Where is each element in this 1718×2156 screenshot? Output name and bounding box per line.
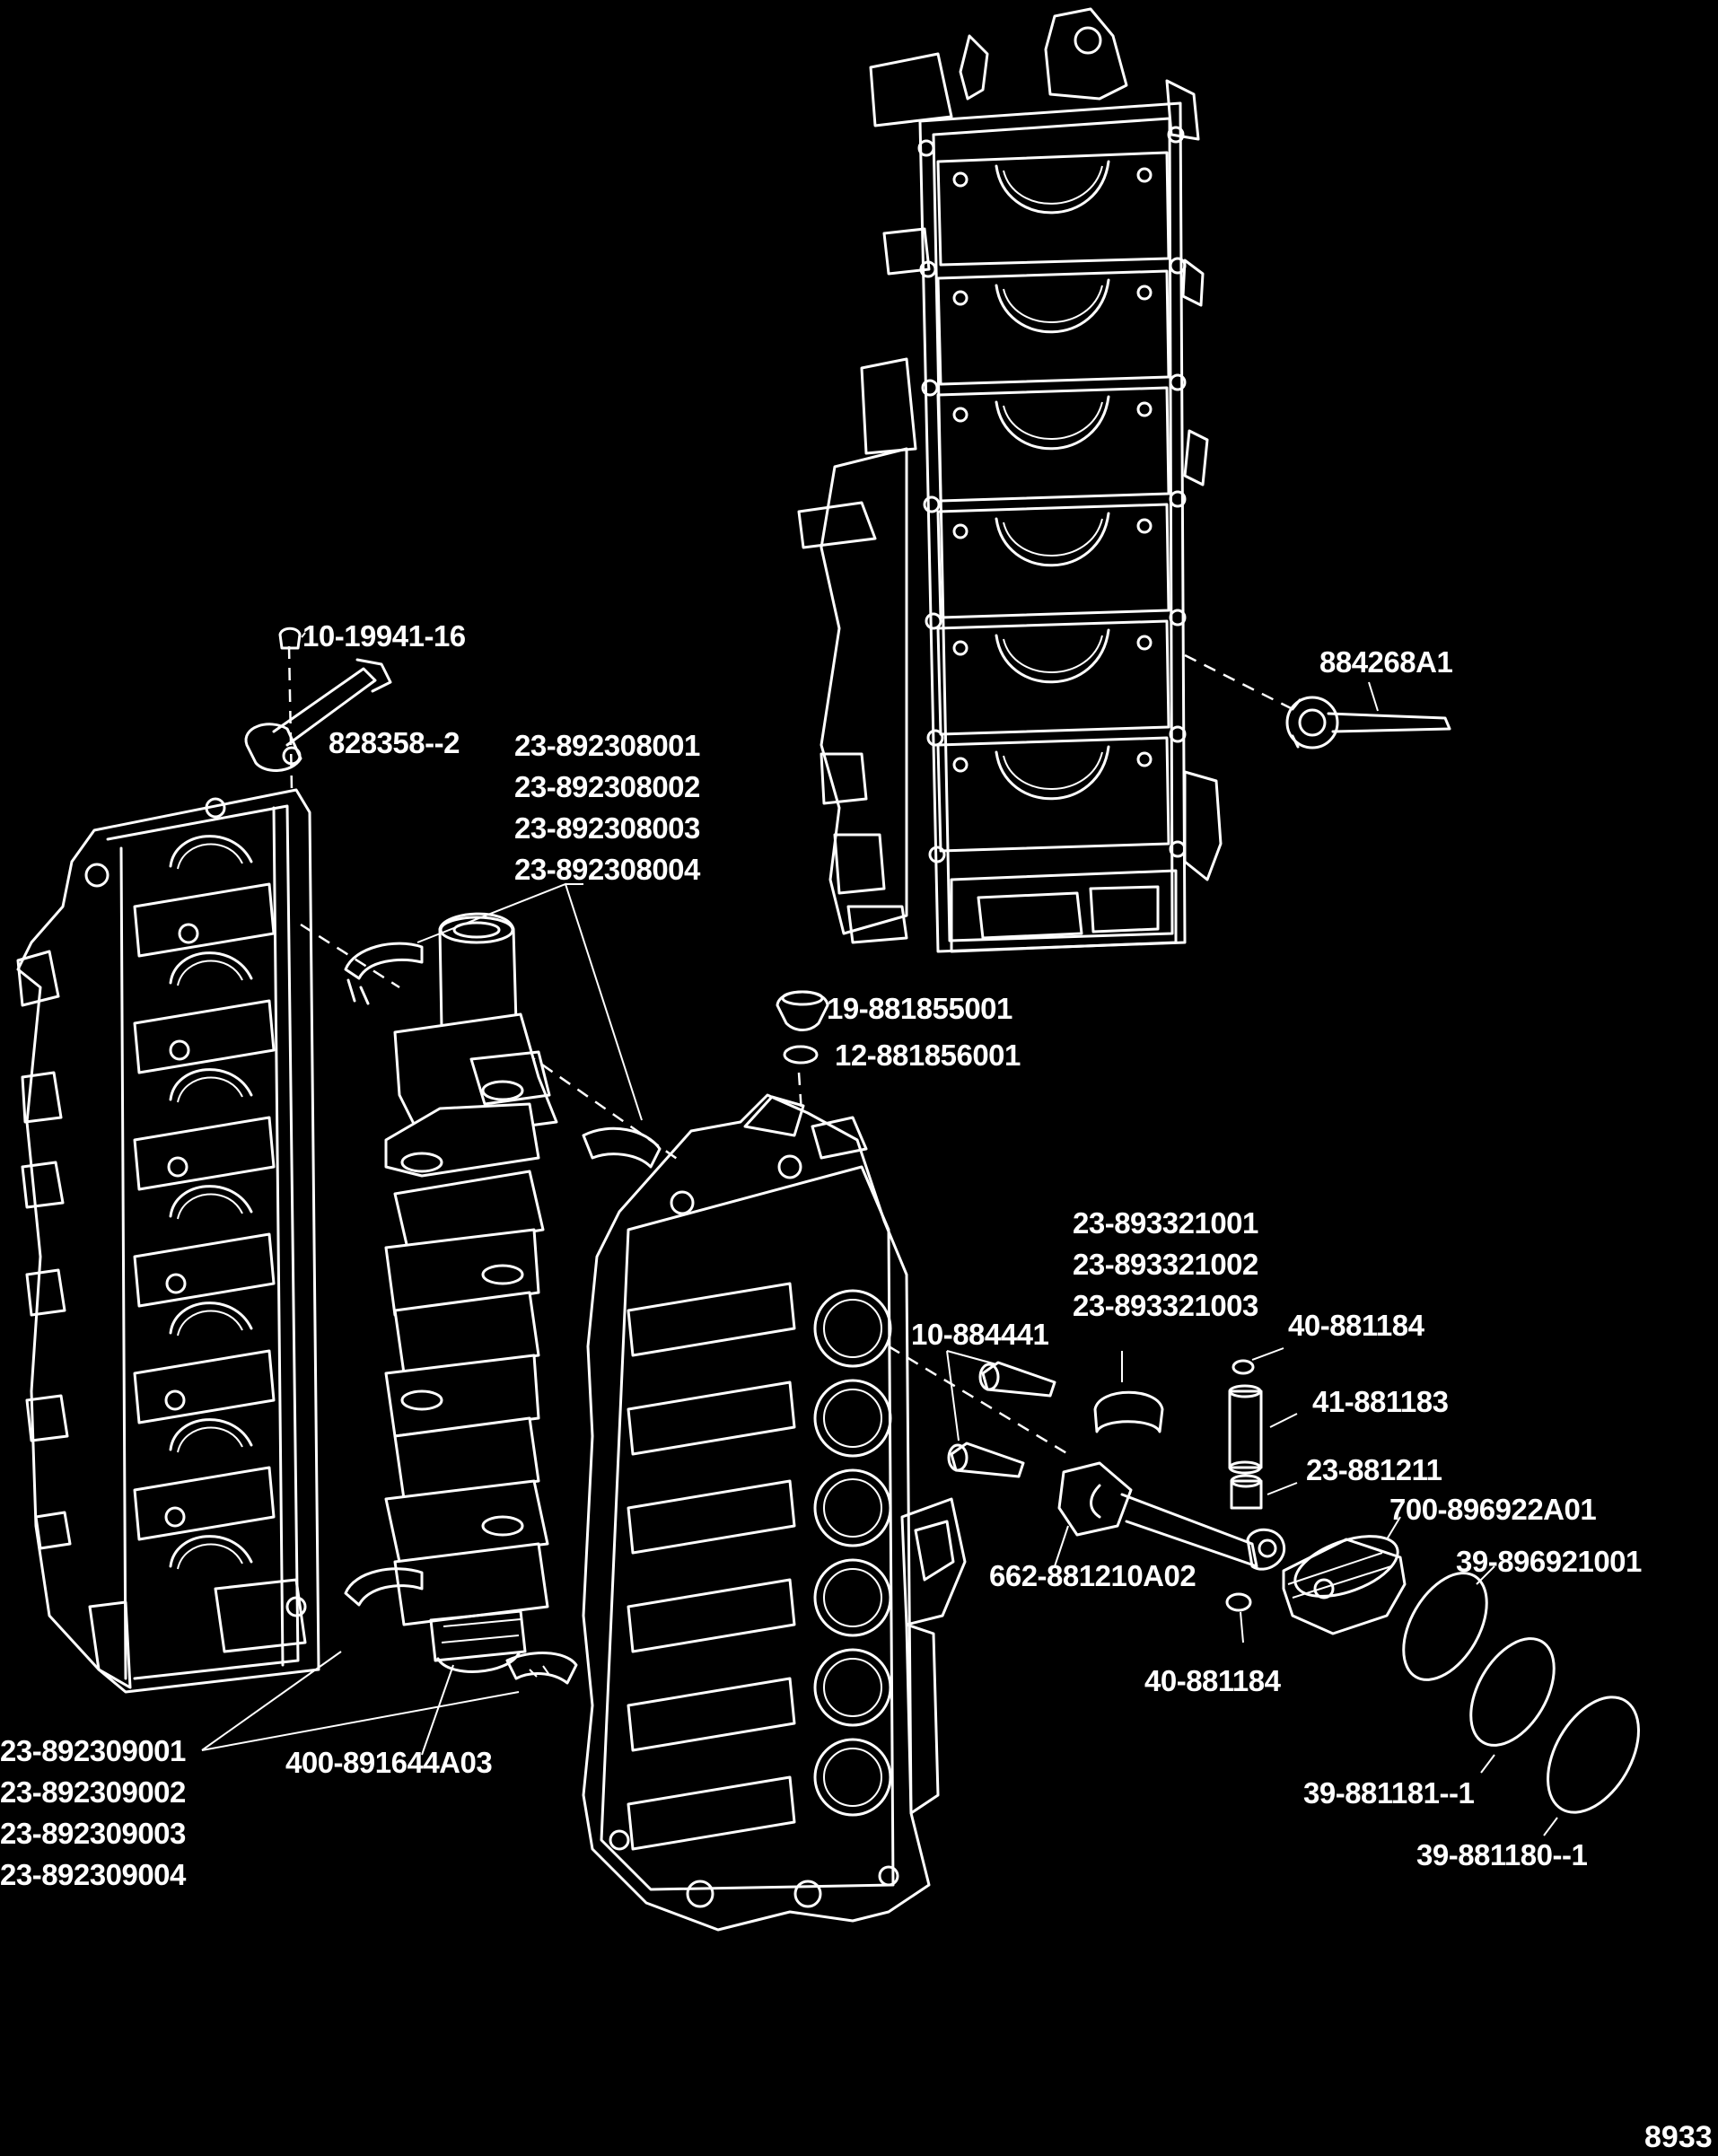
label-upper-bearing-4: 23-892308004 bbox=[514, 853, 700, 886]
figure-number: 8933 bbox=[1644, 2120, 1713, 2154]
rod-bearing-part bbox=[1093, 1390, 1164, 1433]
cylinder-bores bbox=[813, 1289, 892, 1817]
rod-bolts-part bbox=[947, 1361, 1056, 1478]
screw-part bbox=[278, 627, 302, 650]
cylinder-bay-6 bbox=[936, 736, 1170, 853]
connecting-rod-part bbox=[1057, 1461, 1286, 1571]
label-o-ring: 12-881856001 bbox=[835, 1039, 1021, 1072]
label-crankshaft: 400-891644A03 bbox=[285, 1746, 493, 1779]
ring-oil-part bbox=[1547, 1696, 1640, 1814]
pin-bearing-part bbox=[1230, 1474, 1263, 1510]
retainer-bottom-part bbox=[1225, 1592, 1252, 1612]
piston-pin-part bbox=[1228, 1384, 1263, 1475]
label-piston: 700-896922A01 bbox=[1389, 1493, 1597, 1526]
label-upper-bearing-3: 23-892308003 bbox=[514, 811, 700, 845]
label-piston-pin: 41-881183 bbox=[1312, 1385, 1449, 1418]
cylinder-bay-3 bbox=[936, 386, 1170, 503]
ring-mid-part bbox=[1469, 1637, 1556, 1747]
label-pin-bearing: 23-881211 bbox=[1306, 1453, 1442, 1486]
hose-fitting bbox=[1285, 696, 1451, 749]
label-retainer-top: 40-881184 bbox=[1288, 1309, 1424, 1342]
label-lower-bearing-4: 23-892309004 bbox=[0, 1858, 186, 1891]
label-group-rod-bearing: 23-893321001 23-893321002 23-893321003 bbox=[1073, 1203, 1258, 1327]
cylinder-bay-2 bbox=[936, 269, 1170, 386]
cylinder-bay-4 bbox=[936, 503, 1170, 619]
label-screw: 10-19941-16 bbox=[302, 619, 466, 653]
label-ring-top: 39-896921001 bbox=[1456, 1545, 1642, 1578]
crankcase-cover bbox=[16, 788, 320, 1694]
label-upper-bearing-2: 23-892308002 bbox=[514, 770, 700, 803]
cylinder-bay-1 bbox=[936, 151, 1170, 267]
label-rod-bearing-1: 23-893321001 bbox=[1073, 1206, 1258, 1240]
center-cylinder-block bbox=[582, 1093, 967, 1932]
crankshaft-part bbox=[384, 912, 558, 1673]
upper-cylinder-block bbox=[797, 7, 1223, 953]
label-ring-mid: 39-881181--1 bbox=[1303, 1776, 1475, 1810]
o-ring-part bbox=[783, 1045, 819, 1065]
cylinder-bay-5 bbox=[936, 619, 1170, 736]
label-group-lower-bearing: 23-892309001 23-892309002 23-892309003 2… bbox=[0, 1731, 186, 1896]
plug-part bbox=[776, 990, 829, 1031]
label-upper-bearing-1: 23-892308001 bbox=[514, 729, 700, 762]
label-lower-bearing-3: 23-892309003 bbox=[0, 1817, 186, 1850]
label-plug: 19-881855001 bbox=[827, 992, 1012, 1025]
retainer-top-part bbox=[1232, 1359, 1255, 1375]
label-retainer-bottom: 40-881184 bbox=[1144, 1664, 1281, 1697]
label-hose-fitting: 884268A1 bbox=[1319, 645, 1453, 679]
upper-main-bearing bbox=[344, 942, 662, 1169]
label-sensor: 828358--2 bbox=[329, 726, 460, 759]
label-connecting-rod: 662-881210A02 bbox=[989, 1559, 1196, 1592]
ring-top-part bbox=[1402, 1572, 1488, 1681]
label-lower-bearing-2: 23-892309002 bbox=[0, 1775, 186, 1809]
label-rod-bearing-2: 23-893321002 bbox=[1073, 1248, 1258, 1281]
piston-part bbox=[1282, 1535, 1407, 1635]
label-lower-bearing-1: 23-892309001 bbox=[0, 1734, 186, 1767]
lower-main-bearing bbox=[344, 1567, 578, 1685]
label-group-upper-bearing: 23-892308001 23-892308002 23-892308003 2… bbox=[514, 725, 700, 890]
sensor-part bbox=[244, 658, 392, 772]
frame-bolt-holes bbox=[917, 126, 1187, 863]
cover-saddles bbox=[133, 835, 276, 1570]
label-rod-bearing-3: 23-893321003 bbox=[1073, 1289, 1258, 1322]
label-rod-bolts: 10-884441 bbox=[911, 1318, 1049, 1351]
label-ring-oil: 39-881180--1 bbox=[1416, 1838, 1588, 1871]
